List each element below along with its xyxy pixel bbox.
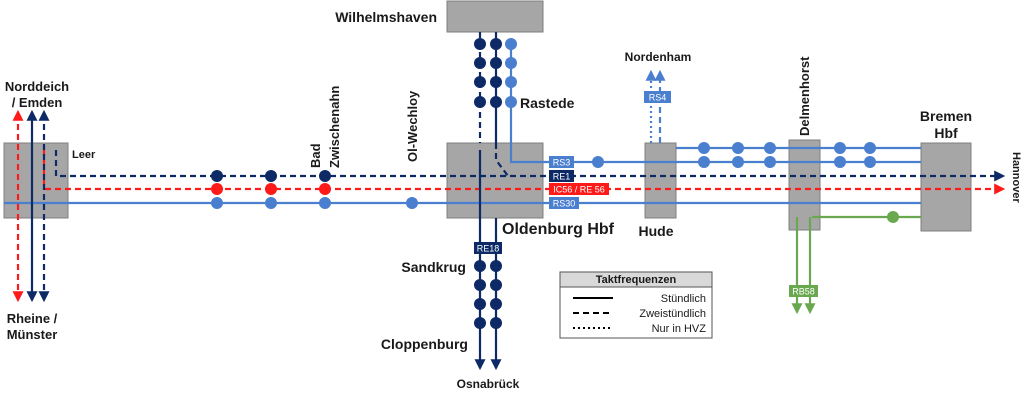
- tag-rb58-bg: [789, 285, 818, 297]
- legend-two-hourly: Zweistündlich: [639, 308, 706, 320]
- label-sandkrug: Sandkrug: [401, 259, 466, 275]
- label-bremen: Bremen: [920, 108, 972, 124]
- label-hannover: Hannover: [1010, 152, 1022, 203]
- station-box-delmenhorst: [788, 139, 821, 231]
- tag-rs3-bg: [549, 156, 574, 168]
- tag-rs4-bg: [644, 91, 671, 103]
- tag-re18-bg: [474, 242, 502, 254]
- station-box-leer: [3, 142, 69, 219]
- label-hude: Hude: [639, 223, 674, 239]
- tag-re1-bg: [549, 170, 574, 182]
- line-re1: [54, 150, 1006, 182]
- label-wechloy: Ol-Wechloy: [405, 90, 420, 162]
- tag-rs3: RS3: [553, 158, 571, 168]
- tag-rs30-bg: [549, 197, 579, 209]
- label-osnabrueck: Osnabrück: [457, 377, 520, 391]
- label-delmenhorst: Delmenhorst: [797, 56, 812, 136]
- station-box-bremen: [920, 142, 972, 232]
- tag-ic56-bg: [549, 183, 609, 195]
- label-rheine: Rheine /: [7, 311, 58, 326]
- tag-re18: RE18: [477, 244, 500, 254]
- label-zwischenahn: Zwischenahn: [327, 86, 342, 168]
- label-cloppenburg: Cloppenburg: [381, 336, 468, 352]
- tag-rs30: RS30: [553, 199, 576, 209]
- label-nordenham: Nordenham: [625, 50, 692, 64]
- label-bad: Bad: [308, 143, 323, 168]
- legend: Taktfrequenzen Stündlich Zweistündlich N…: [559, 271, 713, 339]
- line-re1-bend: [494, 143, 509, 177]
- label-hbf: Hbf: [934, 125, 958, 141]
- stop-dots: [211, 38, 899, 329]
- tag-re1: RE1: [553, 172, 571, 182]
- legend-header: [559, 271, 713, 288]
- label-rastede: Rastede: [520, 95, 575, 111]
- label-oldenburg: Oldenburg Hbf: [502, 221, 615, 238]
- station-box-hude: [644, 142, 677, 219]
- legend-hourly: Stündlich: [661, 293, 706, 305]
- legend-peak: Nur in HVZ: [652, 323, 707, 335]
- tag-rs4: RS4: [649, 93, 667, 103]
- label-leer: Leer: [72, 149, 96, 161]
- label-wilhelmshaven: Wilhelmshaven: [335, 9, 437, 25]
- station-box-wilhelmshaven: [446, 0, 544, 33]
- label-norddeich: Norddeich: [5, 79, 69, 94]
- label-muenster: Münster: [7, 327, 58, 342]
- tag-rb58: RB58: [792, 287, 815, 297]
- label-emden: / Emden: [12, 95, 63, 110]
- tag-ic56: IC56 / RE 56: [553, 185, 605, 195]
- legend-title: Taktfrequenzen: [596, 274, 677, 286]
